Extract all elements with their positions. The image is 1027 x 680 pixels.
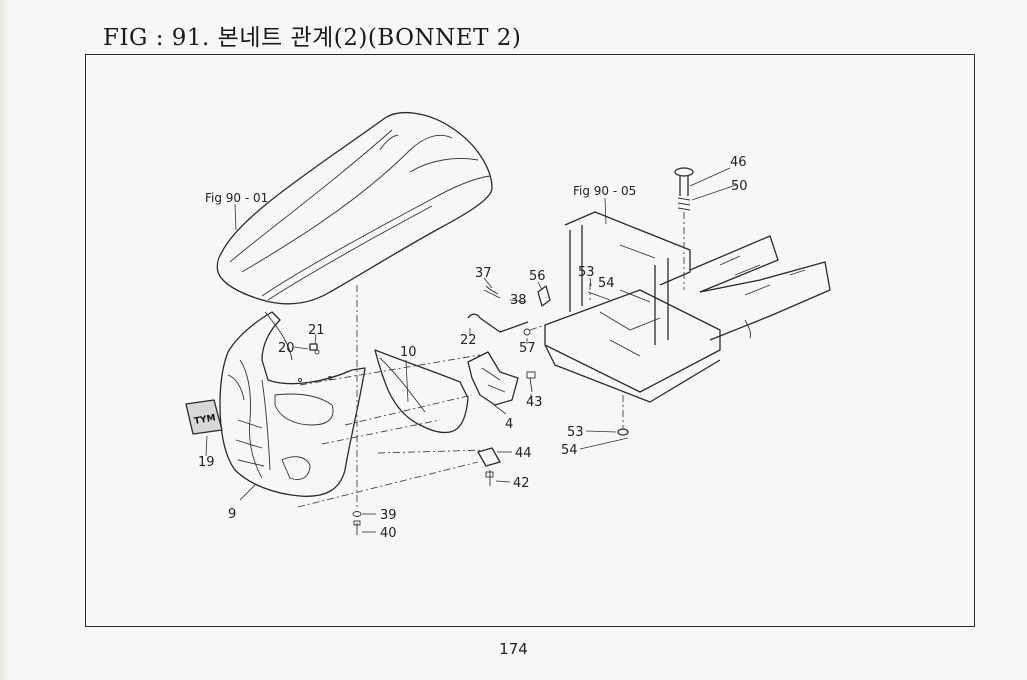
- label-fig90-01: Fig 90 - 01: [205, 191, 268, 205]
- washer-53-54: [617, 428, 629, 436]
- label-10: 10: [400, 345, 417, 360]
- label-fig90-05: Fig 90 - 05: [573, 184, 636, 198]
- leader-lines: [205, 167, 737, 533]
- plate-44: [477, 447, 501, 486]
- label-20: 20: [278, 341, 295, 356]
- label-19: 19: [198, 455, 215, 470]
- scan-edge: [0, 0, 8, 680]
- label-44: 44: [515, 446, 532, 461]
- nut-20-21: [309, 343, 320, 355]
- label-54-lower: 54: [561, 443, 578, 458]
- label-43: 43: [526, 395, 543, 410]
- label-53-upper: 53: [578, 265, 595, 280]
- knob-46-spring-50: [674, 167, 694, 211]
- latch-parts: [523, 285, 551, 336]
- part-labels: Fig 90 - 01 Fig 90 - 05 46 50 37 38 56 5…: [198, 155, 748, 541]
- label-54-upper: 54: [598, 276, 615, 291]
- frame-assembly: [544, 211, 831, 403]
- label-38: 38: [510, 293, 527, 308]
- bracket: [467, 351, 519, 406]
- page-number: 174: [499, 640, 528, 658]
- label-22: 22: [460, 333, 477, 348]
- figure-title: FIG : 91. 본네트 관계(2)(BONNET 2): [103, 25, 522, 51]
- bolt-43: [526, 371, 536, 393]
- label-53-lower: 53: [567, 425, 584, 440]
- washer-bolt-39-40: [352, 511, 362, 535]
- label-4: 4: [505, 417, 513, 432]
- label-39: 39: [380, 508, 397, 523]
- label-56: 56: [529, 269, 546, 284]
- bonnet-hood: [216, 112, 493, 305]
- rod-linkage: [467, 285, 529, 333]
- assembly-lines: [297, 212, 685, 510]
- label-50: 50: [731, 179, 748, 194]
- label-9: 9: [228, 507, 236, 522]
- label-40: 40: [380, 526, 397, 541]
- front-grille: [219, 311, 366, 497]
- screen-panel: [374, 349, 469, 434]
- badge-text: TYM: [193, 413, 216, 427]
- label-42: 42: [513, 476, 530, 491]
- label-57: 57: [519, 341, 536, 356]
- label-46: 46: [730, 155, 747, 170]
- diagram-frame: [85, 54, 975, 627]
- label-21: 21: [308, 323, 325, 338]
- label-37: 37: [475, 266, 492, 281]
- tym-badge: TYM: [185, 399, 223, 435]
